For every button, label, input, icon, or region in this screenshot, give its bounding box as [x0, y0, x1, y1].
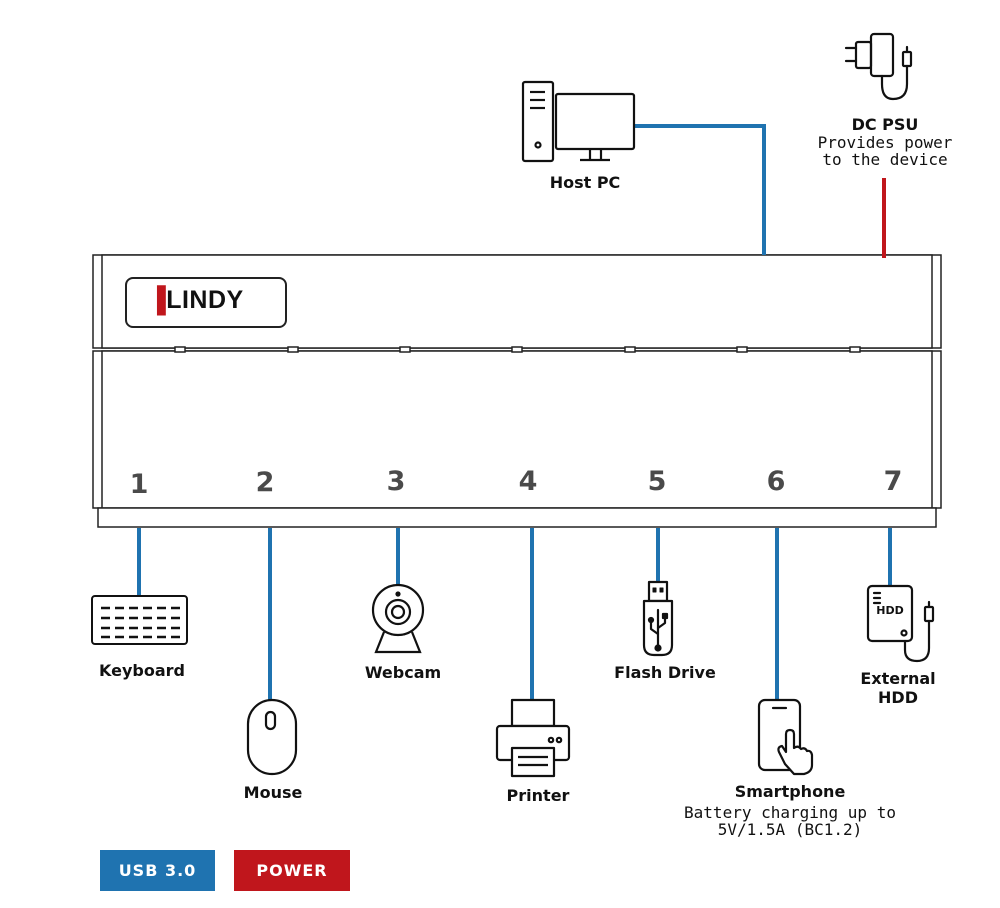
psu-description-line1: Provides power	[817, 133, 953, 152]
smartphone-icon	[757, 698, 814, 776]
port-number-3: 3	[386, 466, 406, 497]
printer-icon	[495, 698, 571, 778]
mouse-label: Mouse	[243, 783, 303, 802]
port-number-2: 2	[255, 467, 275, 498]
port-number-4: 4	[518, 466, 538, 497]
usb-cables	[137, 124, 892, 700]
port-number-5: 5	[647, 466, 667, 497]
host-cable	[633, 124, 766, 255]
legend-power: POWER	[234, 850, 350, 891]
logo-wordmark: LINDY	[166, 286, 244, 314]
port-number-1: 1	[129, 469, 149, 500]
psu-label: DC PSU	[851, 115, 919, 134]
power-adapter-icon	[844, 32, 913, 101]
keyboard-label: Keyboard	[99, 661, 185, 680]
flash-drive-label: Flash Drive	[614, 663, 716, 682]
printer-label: Printer	[506, 786, 570, 805]
port-number-7: 7	[883, 466, 903, 497]
hdd-icon-text: HDD	[876, 604, 904, 617]
webcam-icon	[371, 583, 425, 654]
mouse-icon	[246, 698, 298, 776]
lindy-logo-text: ▐LINDY	[148, 286, 244, 315]
lindy-logo	[125, 277, 287, 328]
smartphone-description-line2: 5V/1.5A (BC1.2)	[717, 820, 863, 839]
usb-hub	[92, 254, 942, 528]
psu-description-line2: to the device	[822, 150, 948, 169]
port-number-6: 6	[766, 466, 786, 497]
host-pc-label: Host PC	[549, 173, 621, 192]
external-hdd-label-line1: External	[860, 669, 936, 688]
external-hdd-icon	[866, 584, 935, 663]
desktop-pc-icon	[521, 80, 636, 163]
keyboard-icon	[91, 595, 188, 645]
logo-mark-icon: ▐	[148, 286, 167, 314]
legend-usb: USB 3.0	[100, 850, 215, 891]
smartphone-label: Smartphone	[734, 782, 846, 801]
flash-drive-icon	[642, 580, 674, 657]
webcam-label: Webcam	[364, 663, 442, 682]
external-hdd-label-line2: HDD	[878, 688, 918, 707]
smartphone-description-line1: Battery charging up to	[684, 803, 896, 822]
